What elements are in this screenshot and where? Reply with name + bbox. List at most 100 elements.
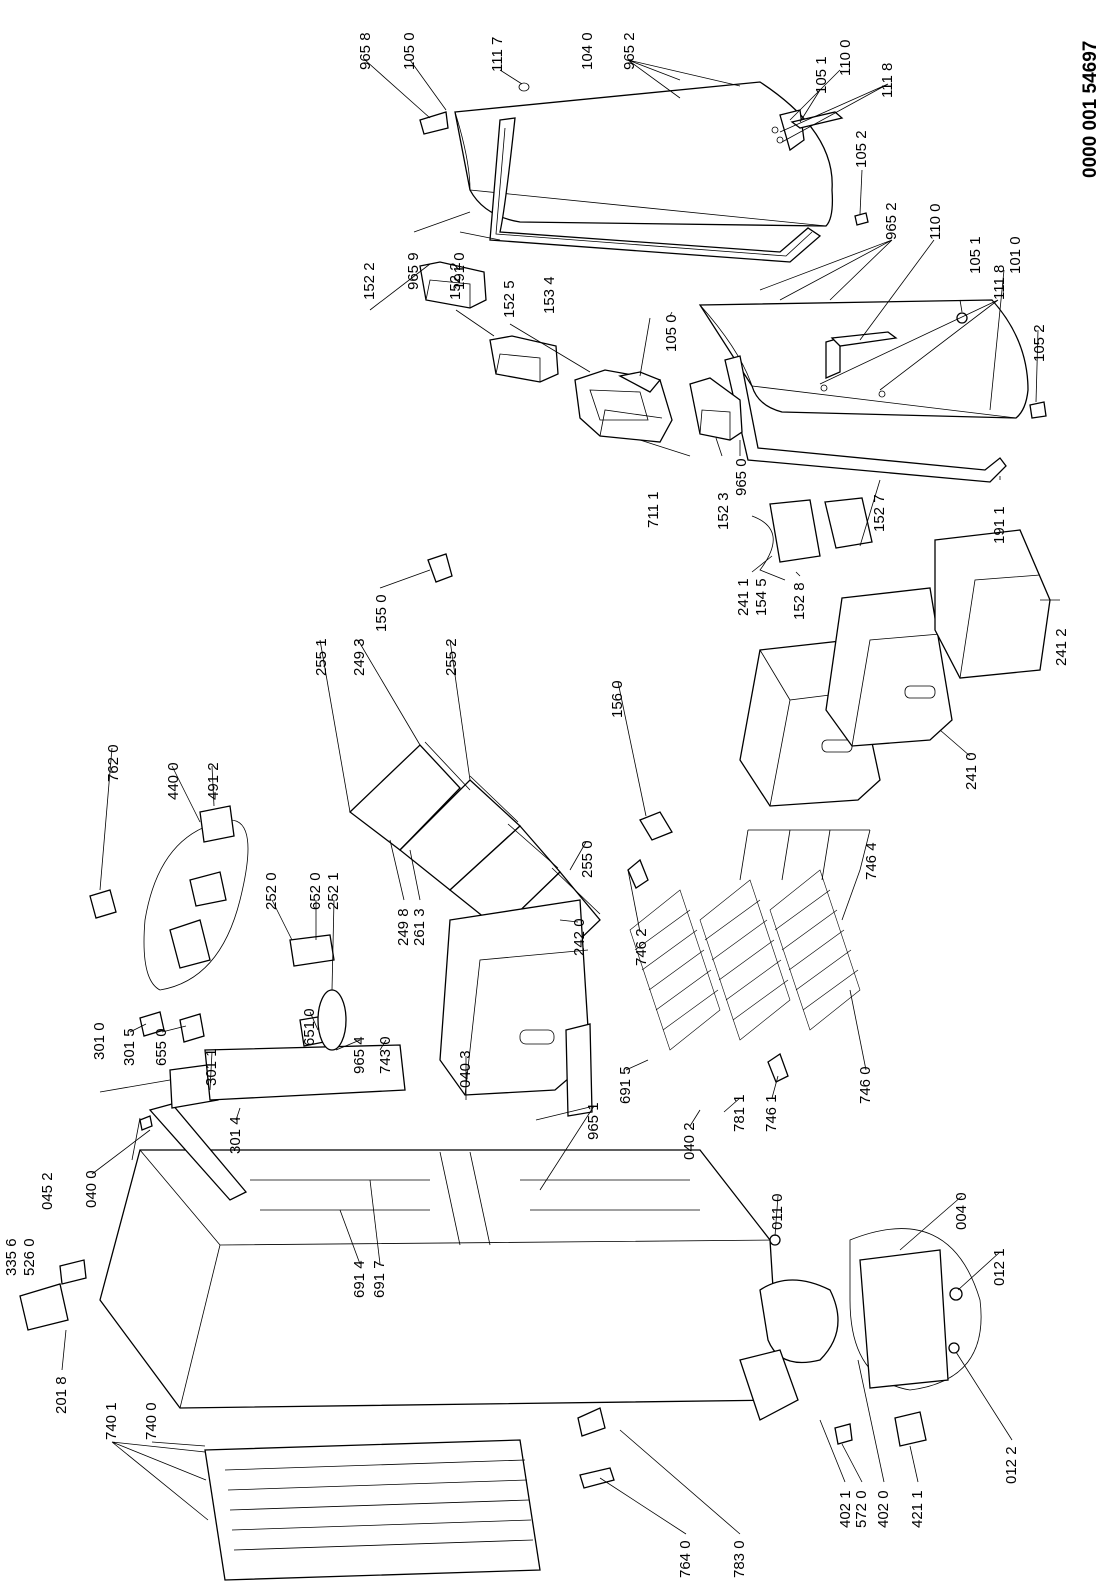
lower-door-gasket — [724, 355, 1007, 483]
label-965-8: 965 8 — [357, 32, 374, 70]
label-965-2: 965 2 — [621, 32, 638, 70]
label-255-0: 255 0 — [579, 840, 596, 878]
capillary-tube — [579, 1467, 615, 1489]
label-255-1: 255 1 — [313, 638, 330, 676]
label-965-4: 965 4 — [351, 1036, 368, 1074]
crisper-drawer — [439, 899, 593, 1117]
fan-damper — [199, 805, 235, 843]
label-004-0: 004 0 — [953, 1192, 970, 1230]
label-711-1: 711 1 — [645, 492, 662, 528]
leveling-foot — [769, 1234, 781, 1246]
bottle-retainer — [769, 499, 821, 563]
bottle-holder — [824, 497, 873, 549]
label-105-0: 105 0 — [663, 314, 680, 352]
label-301-1: 301 1 — [203, 1048, 220, 1086]
label-152-3: 152 3 — [715, 492, 732, 530]
label-965-2: 965 2 — [883, 202, 900, 240]
label-105-1: 105 1 — [967, 236, 984, 274]
capacitor — [894, 1411, 927, 1447]
cabinet — [99, 1149, 781, 1409]
air-filter — [89, 889, 117, 919]
label-651-0: 651 0 — [301, 1008, 318, 1046]
thermostat-bracket — [19, 1283, 69, 1331]
label-152-2: 152 2 — [447, 262, 464, 300]
thermostat-knob — [59, 1259, 87, 1285]
grid-clip-lower — [767, 1053, 789, 1083]
label-110-0: 110 0 — [927, 204, 944, 240]
fan-bracket — [189, 871, 227, 907]
lower-door — [698, 299, 1029, 419]
relay — [834, 1423, 853, 1445]
label-740-1: 740 1 — [103, 1402, 120, 1440]
foot-rear — [948, 1342, 960, 1354]
freezer-grids — [629, 829, 861, 1051]
label-249-3: 249 3 — [351, 638, 368, 676]
part-labels: 965 8 105 0 111 7 104 0 965 2 105 1 110 … — [3, 32, 1070, 1578]
label-040-0: 040 0 — [83, 1170, 100, 1208]
fan-group-outline — [143, 819, 249, 991]
egg-tray — [427, 553, 453, 583]
document-number: 0000 001 54697 — [1080, 41, 1100, 178]
lamp-bulb — [317, 989, 347, 1051]
label-652-0: 652 0 — [307, 872, 324, 910]
label-045-2: 045 2 — [39, 1172, 56, 1210]
label-242-0: 242 0 — [571, 918, 588, 956]
label-252-0: 252 0 — [263, 872, 280, 910]
label-572-0: 572 0 — [853, 1490, 870, 1528]
label-764-0: 764 0 — [677, 1540, 694, 1578]
hinge-pin-upper — [854, 212, 869, 226]
label-965-0: 965 0 — [733, 458, 750, 496]
label-105-2: 105 2 — [853, 130, 870, 168]
label-491-2: 491 2 — [205, 762, 222, 800]
label-156-0: 156 0 — [609, 680, 626, 718]
upper-door-gasket — [489, 117, 822, 263]
label-241-1: 241 1 — [735, 578, 752, 616]
door-balconies — [419, 261, 743, 443]
label-965-9: 965 9 — [405, 252, 422, 290]
label-111-8: 111 8 — [991, 265, 1008, 300]
label-152-5: 152 5 — [501, 280, 518, 318]
label-402-1: 402 1 — [837, 1490, 854, 1528]
label-241-0: 241 0 — [963, 752, 980, 790]
foot-front — [949, 1287, 963, 1301]
label-746-2: 746 2 — [633, 928, 650, 966]
label-152-8: 152 8 — [791, 582, 808, 620]
label-335-6: 335 6 — [3, 1238, 20, 1276]
label-743-0: 743 0 — [377, 1036, 394, 1074]
label-301-0: 301 0 — [91, 1022, 108, 1060]
label-105-0: 105 0 — [401, 32, 418, 70]
label-691-7: 691 7 — [371, 1260, 388, 1298]
label-746-4: 746 4 — [863, 842, 880, 880]
label-191-1: 191 1 — [991, 506, 1008, 544]
lamp-cover — [289, 934, 335, 967]
label-152-2: 152 2 — [361, 262, 378, 300]
label-255-2: 255 2 — [443, 638, 460, 676]
base-plate — [859, 1249, 949, 1389]
label-402-0: 402 0 — [875, 1490, 892, 1528]
label-153-4: 153 4 — [541, 276, 558, 314]
label-012-1: 012 1 — [991, 1248, 1008, 1286]
label-155-0: 155 0 — [373, 594, 390, 632]
label-655-0: 655 0 — [153, 1028, 170, 1066]
thermostat — [179, 1013, 205, 1043]
part-drawings — [19, 81, 1051, 1581]
label-691-5: 691 5 — [617, 1066, 634, 1104]
label-152-7: 152 7 — [871, 494, 888, 532]
label-011-0: 011 0 — [769, 1194, 786, 1230]
label-781-1: 781 1 — [731, 1094, 748, 1132]
drier — [577, 1407, 606, 1437]
label-762-0: 762 0 — [105, 744, 122, 782]
base-group-outline — [849, 1228, 982, 1391]
label-040-3: 040 3 — [457, 1050, 474, 1088]
label-301-5: 301 5 — [121, 1028, 138, 1066]
upper-door — [454, 81, 844, 227]
label-421-1: 421 1 — [909, 1490, 926, 1528]
label-691-4: 691 4 — [351, 1260, 368, 1298]
label-783-0: 783 0 — [731, 1540, 748, 1578]
hinge-screw — [139, 1115, 153, 1131]
label-965-1: 965 1 — [585, 1102, 602, 1140]
fan-motor — [169, 919, 211, 969]
label-111-7: 111 7 — [489, 37, 506, 72]
top-cover — [148, 1103, 248, 1201]
label-249-8: 249 8 — [395, 908, 412, 946]
